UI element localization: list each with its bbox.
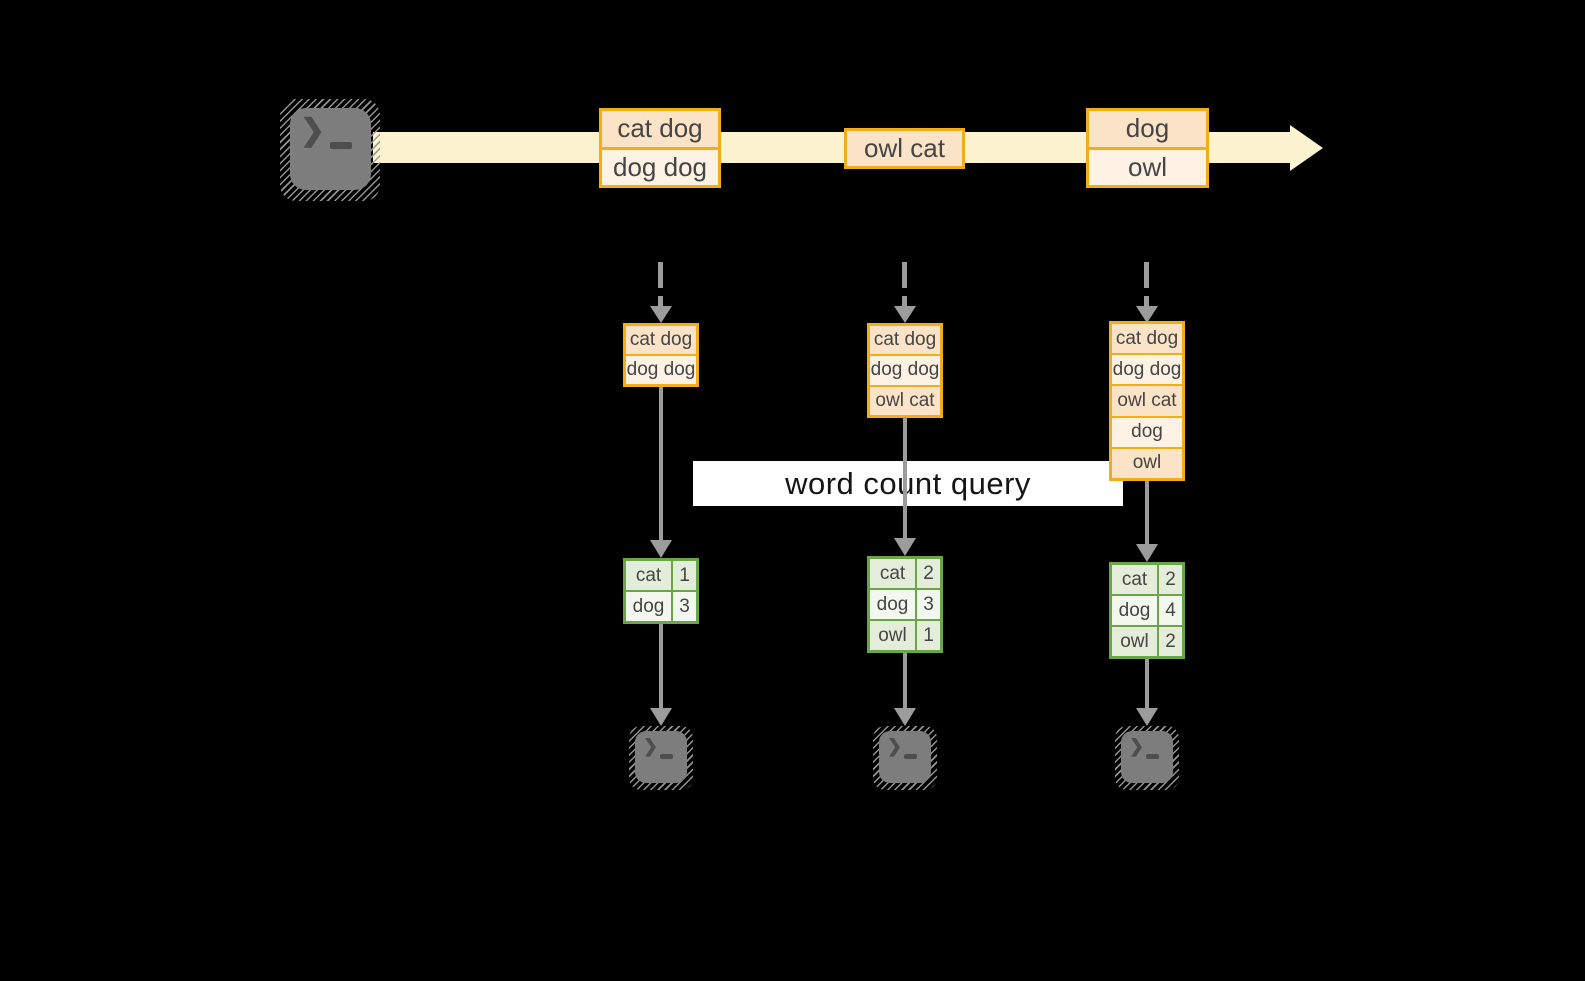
count-value: 1 xyxy=(917,621,940,650)
buffer-row: cat dog xyxy=(870,326,940,355)
stream-record: dog xyxy=(1089,111,1206,147)
dashed-arrow-head xyxy=(894,306,916,323)
terminal-icon-body: ❯ xyxy=(879,731,931,783)
count-word: dog xyxy=(870,590,915,619)
arrow-head xyxy=(1136,544,1158,562)
input-buffer-3: cat dog dog dog owl cat dog owl xyxy=(1109,321,1185,481)
buffer-row: dog xyxy=(1112,415,1182,447)
prompt-chevron-icon: ❯ xyxy=(643,736,659,756)
buffer-row: dog dog xyxy=(626,354,696,384)
prompt-cursor-icon xyxy=(1146,754,1159,759)
count-value: 2 xyxy=(1159,627,1182,656)
terminal-icon: ❯ xyxy=(873,726,937,790)
count-word: cat xyxy=(870,559,915,588)
count-word: dog xyxy=(626,592,671,621)
terminal-icon: ❯ xyxy=(280,99,380,201)
terminal-icon-body: ❯ xyxy=(635,731,687,783)
prompt-chevron-icon: ❯ xyxy=(1129,736,1145,756)
prompt-cursor-icon xyxy=(904,754,917,759)
count-word: cat xyxy=(626,561,671,590)
count-value: 4 xyxy=(1159,596,1182,625)
arrow-line xyxy=(903,653,907,710)
dashed-arrow-segment xyxy=(1144,262,1149,288)
count-value: 1 xyxy=(673,561,696,590)
count-word: owl xyxy=(1112,627,1157,656)
stream-record: owl cat xyxy=(847,131,962,166)
query-label: word count query xyxy=(785,465,1031,501)
dashed-arrow-head xyxy=(650,306,672,323)
arrow-line xyxy=(1145,659,1149,710)
count-value: 2 xyxy=(917,559,940,588)
buffer-row: cat dog xyxy=(1112,324,1182,354)
stream-batch-1: cat dog dog dog xyxy=(599,108,721,188)
buffer-row: owl xyxy=(1112,446,1182,479)
input-buffer-1: cat dog dog dog xyxy=(623,323,699,387)
terminal-icon: ❯ xyxy=(1115,726,1179,790)
dashed-arrow-segment xyxy=(1144,296,1149,308)
count-table-1: cat 1 dog 3 xyxy=(623,558,699,624)
count-word: cat xyxy=(1112,565,1157,594)
arrow-line xyxy=(1145,481,1149,544)
buffer-row: dog dog xyxy=(870,354,940,385)
arrow-head xyxy=(894,538,916,556)
buffer-row: owl cat xyxy=(1112,384,1182,416)
dashed-arrow-segment xyxy=(902,262,907,288)
input-buffer-2: cat dog dog dog owl cat xyxy=(867,323,943,418)
query-label-box: word count query xyxy=(693,461,1123,506)
stream-record: cat dog xyxy=(602,111,718,147)
dashed-arrow-head xyxy=(1136,306,1158,323)
count-value: 3 xyxy=(917,590,940,619)
count-value: 3 xyxy=(673,592,696,621)
arrow-head xyxy=(894,708,916,726)
arrow-head xyxy=(1136,708,1158,726)
arrow-head xyxy=(650,708,672,726)
prompt-chevron-icon: ❯ xyxy=(887,736,903,756)
count-value: 2 xyxy=(1159,565,1182,594)
count-table-3: cat 2 dog 4 owl 2 xyxy=(1109,562,1185,659)
terminal-icon-body: ❯ xyxy=(290,108,371,190)
buffer-row: cat dog xyxy=(626,326,696,354)
count-table-2: cat 2 dog 3 owl 1 xyxy=(867,556,943,653)
stream-batch-2: owl cat xyxy=(844,128,965,169)
dashed-arrow-segment xyxy=(902,296,907,308)
stream-record: dog dog xyxy=(602,146,718,185)
terminal-icon: ❯ xyxy=(629,726,693,790)
stream-record: owl xyxy=(1089,146,1206,185)
arrow-line xyxy=(659,387,663,540)
stream-timeline-arrowhead xyxy=(1290,125,1323,171)
arrow-head xyxy=(650,540,672,558)
buffer-row: owl cat xyxy=(870,384,940,415)
prompt-chevron-icon: ❯ xyxy=(300,114,326,147)
dashed-arrow-segment xyxy=(658,262,663,288)
stream-batch-3: dog owl xyxy=(1086,108,1209,188)
dashed-arrow-segment xyxy=(658,296,663,308)
terminal-icon-body: ❯ xyxy=(1121,731,1173,783)
count-word: owl xyxy=(870,621,915,650)
arrow-line xyxy=(659,624,663,710)
prompt-cursor-icon xyxy=(330,142,352,149)
arrow-line xyxy=(903,417,907,538)
buffer-row: dog dog xyxy=(1112,353,1182,385)
prompt-cursor-icon xyxy=(660,754,673,759)
count-word: dog xyxy=(1112,596,1157,625)
